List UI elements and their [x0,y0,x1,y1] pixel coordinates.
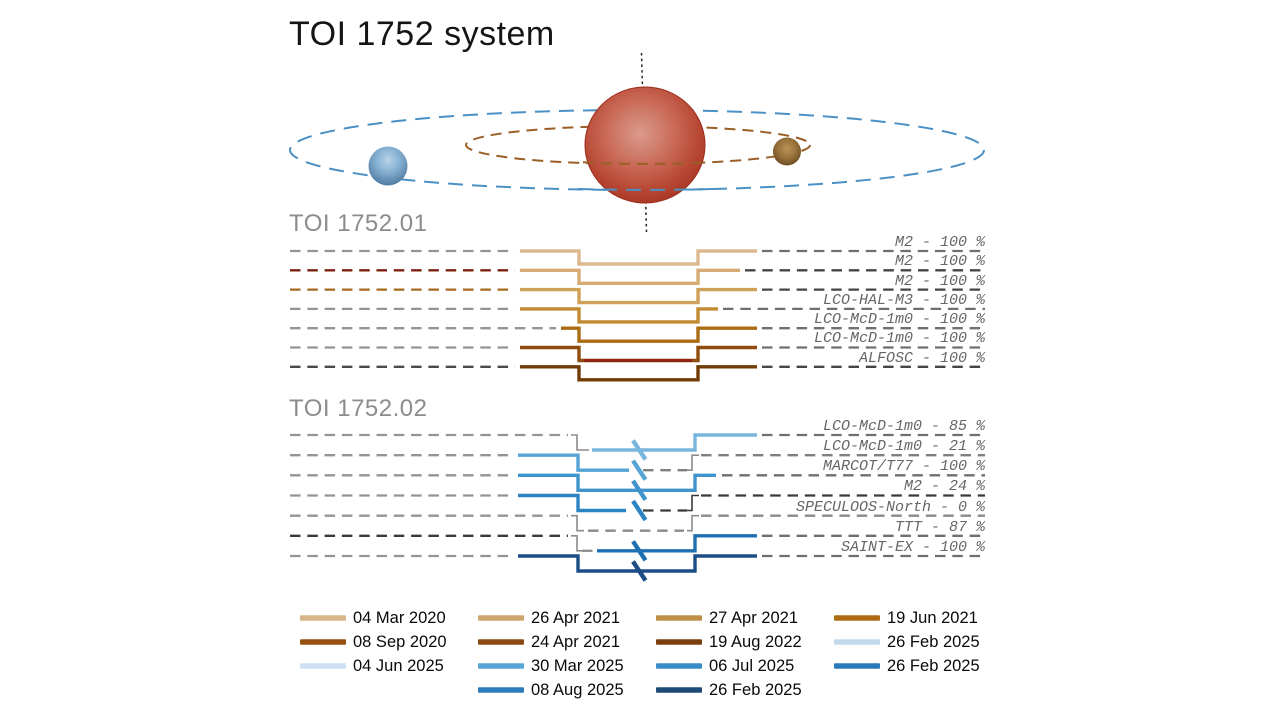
row-label: M2 - 24 % [903,478,985,495]
legend-date: 26 Feb 2025 [887,657,980,675]
meridian-flip-slash [631,479,648,502]
orbit-outer-front-arc [577,188,713,191]
transit-curve [520,287,757,305]
row-label: SAINT-EX - 100 % [840,539,985,556]
meridian-flip-slash [631,540,648,562]
legend-date: 08 Aug 2025 [531,681,624,699]
legend-swatch [656,639,702,645]
row-label: MARCOT/T77 - 100 % [822,458,985,475]
legend-swatch [656,663,702,669]
missed-segment-elbow [571,514,584,532]
legend-swatch [300,663,346,669]
legend-swatch [300,615,346,621]
missed-segment-elbow [571,434,589,451]
transit-curve [520,268,740,285]
missed-segment-elbow [571,535,582,552]
star-sphere [584,86,706,204]
missed-segment-elbow [687,494,699,512]
transit-curve [518,453,629,472]
missed-segment-elbow [687,514,699,532]
row-label: M2 - 100 % [894,234,985,251]
section-title-toi-1752-01: TOI 1752.01 [289,210,428,237]
transit-curve [520,249,757,266]
legend-swatch [478,639,524,645]
legend-date: 30 Mar 2025 [531,657,624,675]
transit-curve [592,433,757,452]
transit-curve [597,534,757,553]
toi-1752-02-curves [290,433,985,582]
row-label: M2 - 100 % [894,253,985,270]
legend-swatch [478,615,524,621]
legend-date: 26 Feb 2025 [709,681,802,699]
row-label: SPECULOOS-North - 0 % [795,499,985,516]
row-label: LCO-HAL-M3 - 100 % [822,292,985,309]
legend-swatch [478,663,524,669]
legend-swatch [656,615,702,621]
meridian-flip-slash [631,439,648,461]
legend-swatch [478,687,524,693]
transit-curve [520,345,757,363]
row-label: ALFOSC - 100 % [858,350,985,367]
transit-curve [520,365,757,382]
legend-swatch [656,687,702,693]
meridian-flip-slash [631,459,648,481]
row-label: LCO-McD-1m0 - 100 % [813,330,985,347]
row-label: M2 - 100 % [894,273,985,290]
legend-date: 19 Jun 2021 [887,609,978,627]
row-label: TTT - 87 % [894,519,985,536]
row-label: LCO-McD-1m0 - 85 % [822,418,985,435]
legend-swatch [834,663,880,669]
legend-date: 26 Feb 2025 [887,633,980,651]
row-label: LCO-McD-1m0 - 100 % [813,311,985,328]
legend-date: 06 Jul 2025 [709,657,795,675]
page-title: TOI 1752 system [289,15,555,53]
legend-date: 08 Sep 2020 [353,633,447,651]
transit-curve [561,326,757,343]
legend-swatch [834,639,880,645]
transit-curve [518,473,716,492]
legend-date: 26 Apr 2021 [531,609,620,627]
meridian-flip-slash [631,560,648,582]
legend-date: 24 Apr 2021 [531,633,620,651]
legend-date: 04 Mar 2020 [353,609,446,627]
legend-swatches [300,615,880,693]
orbit-inner-front-arc [582,161,708,165]
planet-b-sphere [368,146,408,186]
transit-curve [520,307,718,324]
transit-curve [518,493,626,513]
system-diagram [289,52,985,233]
section-title-toi-1752-02: TOI 1752.02 [289,395,428,422]
legend-date: 19 Aug 2022 [709,633,802,651]
planet-c-sphere [773,137,801,166]
toi-1752-01-curves [290,249,985,382]
transit-curve [518,554,757,573]
legend-date: 04 Jun 2025 [353,657,444,675]
row-label: LCO-McD-1m0 - 21 % [822,438,985,455]
legend-swatch [300,639,346,645]
missed-segment-elbow [687,454,699,471]
legend-date: 27 Apr 2021 [709,609,798,627]
meridian-flip-slash [631,499,648,522]
legend-swatch [834,615,880,621]
